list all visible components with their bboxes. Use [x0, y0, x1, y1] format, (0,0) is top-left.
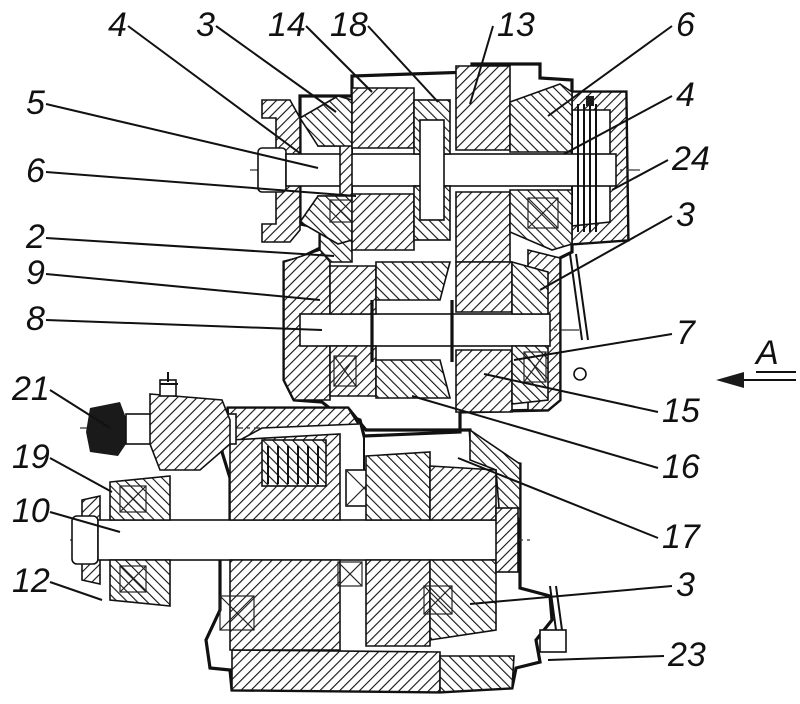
callout-label-l3a: 3 — [196, 6, 215, 44]
leader-line-l4a — [127, 25, 302, 155]
callout-label-l4a: 4 — [108, 6, 127, 44]
callout-label-l3c: 3 — [676, 566, 695, 604]
leader-line-l4b — [563, 95, 673, 155]
callout-label-l13: 13 — [497, 6, 535, 44]
leader-line-l13 — [469, 25, 494, 105]
leader-line-l23 — [547, 655, 665, 661]
callout-label-l3b: 3 — [676, 196, 695, 234]
callout-label-l7: 7 — [676, 314, 696, 352]
leader-line-l14 — [305, 25, 373, 93]
pump-assembly — [86, 372, 237, 471]
callout-label-l10: 10 — [12, 492, 50, 530]
leader-line-l3b — [539, 215, 673, 291]
callout-label-l6b: 6 — [26, 152, 45, 190]
callout-label-l2: 2 — [25, 218, 45, 256]
leader-line-l2 — [45, 237, 335, 257]
callout-label-l15: 15 — [662, 392, 700, 430]
callout-label-l24: 24 — [671, 140, 710, 178]
callout-label-l12: 12 — [12, 562, 50, 600]
leader-line-l17 — [457, 457, 659, 539]
callout-label-l8: 8 — [26, 300, 45, 338]
leader-line-l12 — [49, 581, 103, 601]
leader-line-l6b — [45, 171, 357, 197]
view-label: A — [754, 334, 779, 372]
leader-line-l15 — [483, 373, 659, 413]
leader-line-l16 — [411, 395, 659, 469]
callout-label-l23: 23 — [667, 636, 706, 674]
callout-label-l6a: 6 — [676, 6, 695, 44]
callout-label-l14: 14 — [268, 6, 306, 44]
leader-line-l19 — [49, 457, 113, 493]
leader-line-l18 — [367, 25, 439, 103]
leader-line-l6a — [547, 25, 673, 117]
lower-shaft-assembly — [71, 433, 567, 653]
upper-shaft-assembly — [257, 65, 617, 263]
callout-label-l19: 19 — [12, 438, 50, 476]
leader-line-l9 — [45, 273, 321, 301]
callout-label-l16: 16 — [662, 448, 700, 486]
leader-line-l21 — [49, 389, 111, 429]
leader-lines — [45, 25, 673, 661]
callout-label-l9: 9 — [26, 254, 45, 292]
middle-shaft-assembly — [299, 253, 589, 413]
leader-line-l24 — [611, 159, 669, 191]
callout-label-l5: 5 — [26, 84, 45, 122]
leader-line-l7 — [513, 333, 673, 361]
leader-line-l8 — [45, 319, 323, 331]
callout-labels: 4 3 14 18 13 6 4 5 24 6 3 29 8 7 21 15 19 16 10 17 12 3 23 — [11, 6, 710, 674]
callout-label-l21: 21 — [11, 370, 50, 408]
leader-line-l3a — [215, 25, 337, 113]
callout-label-l18: 18 — [330, 6, 368, 44]
callout-label-l17: 17 — [662, 518, 701, 556]
leader-line-l5 — [45, 103, 319, 169]
leader-line-l10 — [49, 511, 121, 533]
leader-line-l3c — [469, 585, 673, 605]
view-arrow-a: A — [716, 334, 796, 388]
callout-label-l4b: 4 — [676, 76, 695, 114]
